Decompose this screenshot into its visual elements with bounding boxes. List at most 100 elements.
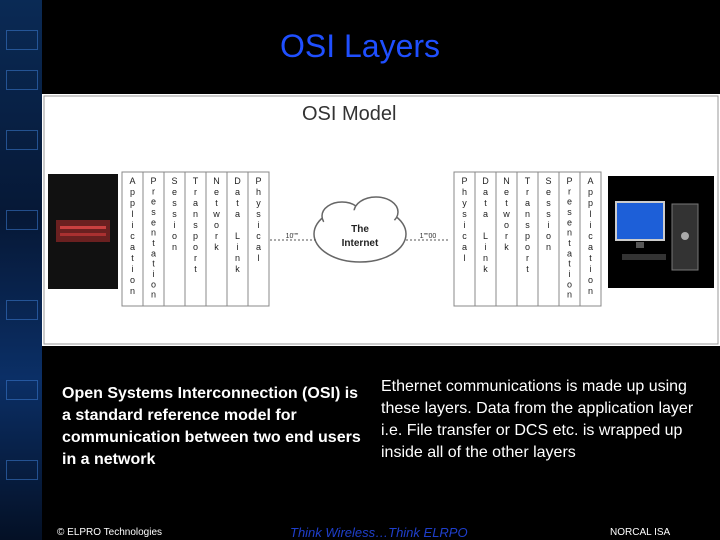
svg-text:t: t bbox=[526, 264, 529, 274]
svg-text:k: k bbox=[214, 242, 219, 252]
svg-text:o: o bbox=[567, 279, 572, 289]
svg-text:L: L bbox=[483, 231, 488, 241]
svg-text:i: i bbox=[132, 264, 134, 274]
svg-text:r: r bbox=[194, 187, 197, 197]
svg-text:k: k bbox=[235, 264, 240, 274]
svg-text:l: l bbox=[464, 253, 466, 263]
svg-text:e: e bbox=[151, 217, 156, 227]
svg-text:n: n bbox=[130, 286, 135, 296]
svg-text:t: t bbox=[152, 238, 155, 248]
svg-text:p: p bbox=[588, 187, 593, 197]
svg-text:l: l bbox=[258, 253, 260, 263]
footer-tagline: Think Wireless…Think ELRPO bbox=[290, 525, 468, 540]
right-layer-stack: PhysicalDataLinkNetworkTransportSessionP… bbox=[453, 171, 602, 307]
svg-text:n: n bbox=[588, 286, 593, 296]
svg-text:r: r bbox=[526, 187, 529, 197]
svg-text:o: o bbox=[151, 279, 156, 289]
svg-text:w: w bbox=[502, 209, 510, 219]
svg-text:S: S bbox=[171, 176, 177, 186]
svg-text:o: o bbox=[546, 231, 551, 241]
svg-text:n: n bbox=[567, 290, 572, 300]
svg-text:T: T bbox=[193, 176, 199, 186]
svg-text:t: t bbox=[568, 238, 571, 248]
svg-text:r: r bbox=[505, 231, 508, 241]
svg-text:A: A bbox=[129, 176, 135, 186]
svg-text:p: p bbox=[588, 198, 593, 208]
svg-text:a: a bbox=[151, 248, 156, 258]
svg-text:s: s bbox=[546, 209, 551, 219]
svg-text:o: o bbox=[588, 275, 593, 285]
svg-text:r: r bbox=[152, 186, 155, 196]
svg-text:i: i bbox=[174, 220, 176, 230]
svg-text:y: y bbox=[256, 198, 261, 208]
svg-text:A: A bbox=[587, 176, 593, 186]
svg-text:i: i bbox=[548, 220, 550, 230]
svg-text:h: h bbox=[462, 187, 467, 197]
right-signal-label: 1""00 bbox=[420, 233, 437, 240]
svg-text:i: i bbox=[132, 220, 134, 230]
svg-text:o: o bbox=[214, 220, 219, 230]
svg-text:s: s bbox=[462, 209, 467, 219]
svg-text:n: n bbox=[546, 242, 551, 252]
svg-text:P: P bbox=[566, 176, 572, 186]
svg-text:p: p bbox=[130, 198, 135, 208]
svg-text:y: y bbox=[462, 198, 467, 208]
svg-text:a: a bbox=[588, 242, 593, 252]
svg-text:n: n bbox=[193, 209, 198, 219]
svg-text:t: t bbox=[215, 198, 218, 208]
internet-cloud-icon bbox=[313, 196, 407, 263]
footer-copyright: © ELPRO Technologies bbox=[57, 527, 163, 538]
svg-text:l: l bbox=[590, 209, 592, 219]
svg-text:N: N bbox=[503, 176, 510, 186]
ethernet-description-text: Ethernet communications is made up using… bbox=[381, 378, 694, 461]
osi-model-diagram: OSI Model The Internet 10" bbox=[42, 94, 720, 346]
svg-text:e: e bbox=[546, 187, 551, 197]
left-layer-stack: ApplicationPresentationSessionTransportN… bbox=[121, 171, 270, 307]
svg-text:e: e bbox=[214, 187, 219, 197]
svg-text:a: a bbox=[567, 248, 572, 258]
diagram-title: OSI Model bbox=[302, 103, 396, 125]
svg-text:s: s bbox=[172, 209, 177, 219]
svg-text:i: i bbox=[485, 242, 487, 252]
svg-text:t: t bbox=[568, 259, 571, 269]
svg-text:s: s bbox=[546, 198, 551, 208]
svg-text:o: o bbox=[172, 231, 177, 241]
decorative-side-strip bbox=[0, 0, 42, 540]
svg-text:k: k bbox=[504, 242, 509, 252]
slide-title: OSI Layers bbox=[279, 28, 441, 64]
svg-text:i: i bbox=[590, 220, 592, 230]
svg-text:P: P bbox=[461, 176, 467, 186]
svg-text:a: a bbox=[193, 198, 198, 208]
svg-text:i: i bbox=[590, 264, 592, 274]
server-icon bbox=[48, 174, 118, 289]
svg-text:k: k bbox=[483, 264, 488, 274]
svg-text:t: t bbox=[131, 253, 134, 263]
svg-text:n: n bbox=[525, 209, 530, 219]
svg-text:t: t bbox=[194, 264, 197, 274]
svg-text:s: s bbox=[567, 207, 572, 217]
svg-text:a: a bbox=[483, 187, 488, 197]
svg-text:a: a bbox=[483, 209, 488, 219]
svg-text:a: a bbox=[235, 187, 240, 197]
svg-text:p: p bbox=[193, 231, 198, 241]
svg-text:p: p bbox=[525, 231, 530, 241]
svg-text:o: o bbox=[525, 242, 530, 252]
svg-text:e: e bbox=[172, 187, 177, 197]
svg-text:t: t bbox=[236, 198, 239, 208]
svg-text:n: n bbox=[151, 228, 156, 238]
svg-text:s: s bbox=[172, 198, 177, 208]
svg-text:a: a bbox=[525, 198, 530, 208]
svg-text:r: r bbox=[526, 253, 529, 263]
svg-text:e: e bbox=[504, 187, 509, 197]
svg-text:i: i bbox=[153, 269, 155, 279]
svg-text:e: e bbox=[151, 197, 156, 207]
svg-text:o: o bbox=[504, 220, 509, 230]
svg-text:P: P bbox=[255, 176, 261, 186]
svg-text:i: i bbox=[569, 269, 571, 279]
